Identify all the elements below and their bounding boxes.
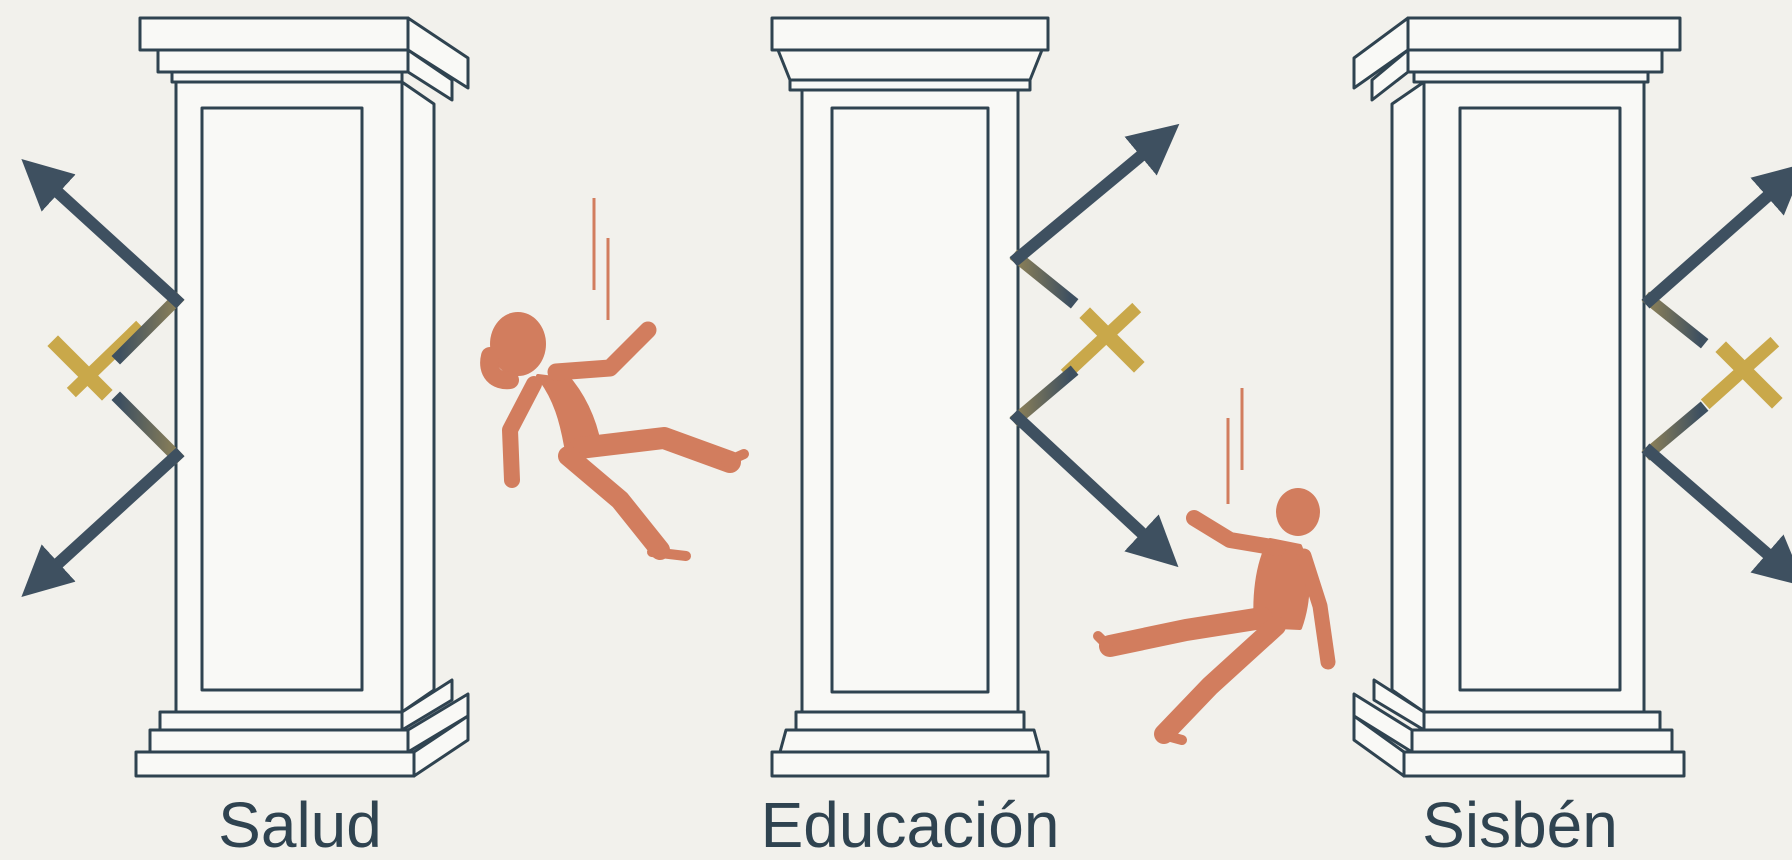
broken-brace-arrows-educacion (1009, 123, 1180, 568)
broken-brace-arrows-sisben (1641, 163, 1792, 587)
pillar-educacion (770, 16, 1050, 778)
pillar-sisben (1352, 16, 1686, 778)
broken-brace-arrows-salud (21, 159, 185, 597)
pillar-label-sisben: Sisbén (1422, 789, 1618, 860)
pillar-label-salud: Salud (218, 789, 382, 860)
falling-person-2-icon (1093, 388, 1336, 745)
pillar-label-educacion: Educación (760, 789, 1060, 860)
falling-person-1-icon (480, 198, 749, 561)
pillar-salud (134, 16, 470, 778)
